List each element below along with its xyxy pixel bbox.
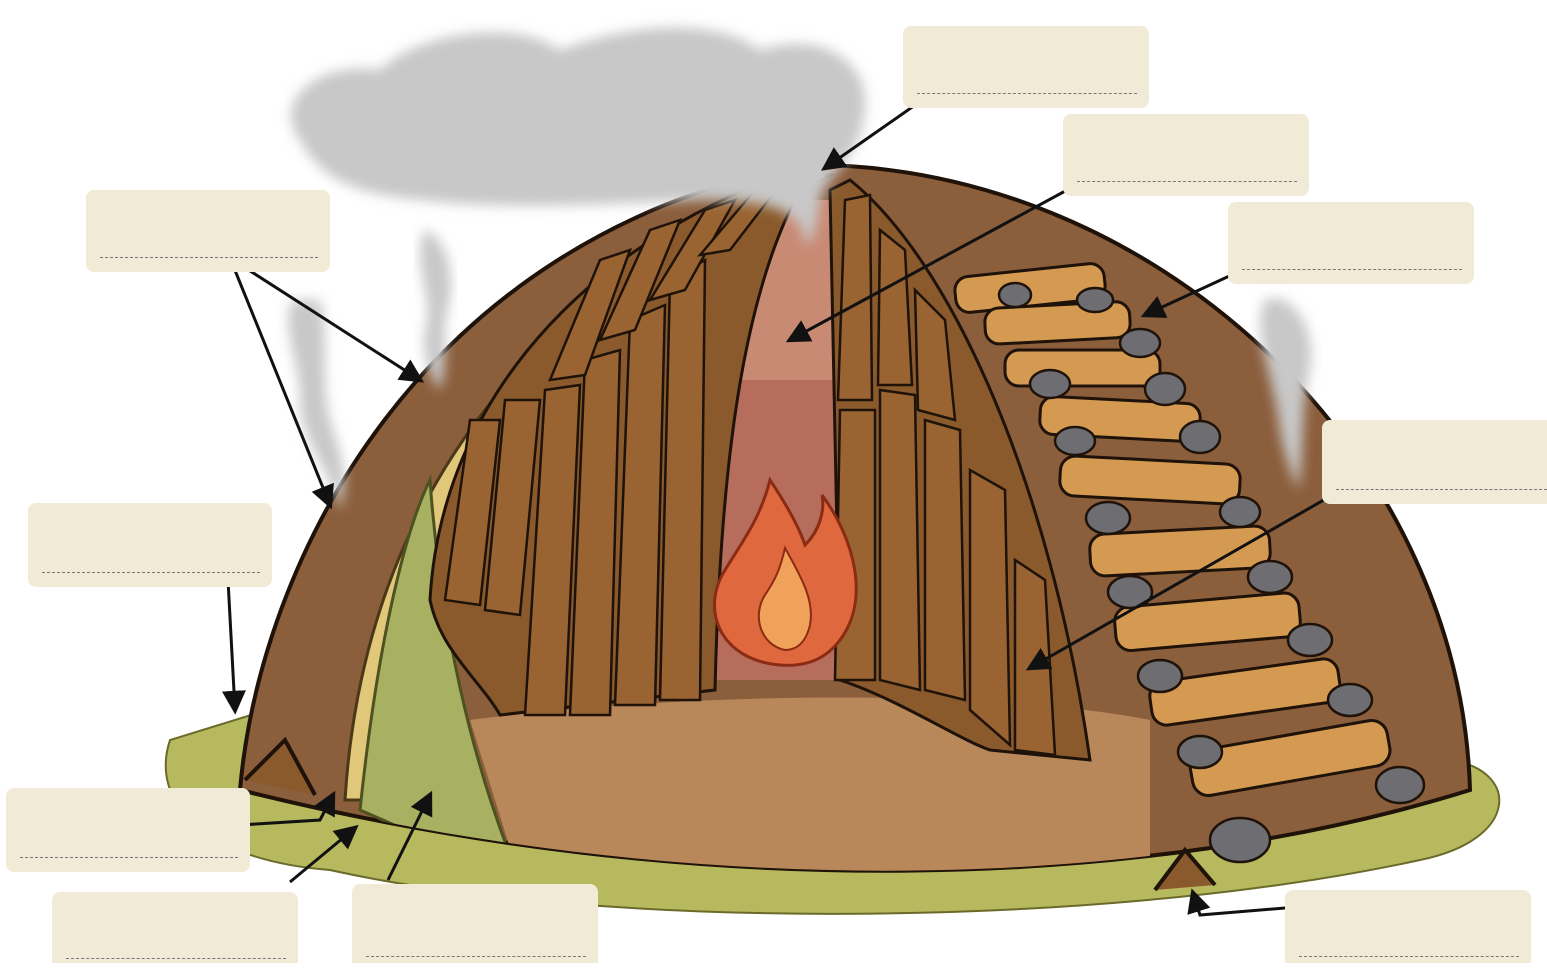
label-box-ground[interactable] (28, 503, 272, 587)
label-box-air-inlet[interactable] (6, 788, 250, 872)
label-box-stacked-wood[interactable] (1322, 420, 1547, 504)
label-box-flue[interactable] (1063, 114, 1309, 196)
label-box-logs[interactable] (1228, 202, 1474, 284)
label-box-earth-cover[interactable] (352, 884, 598, 963)
label-box-smoke-outlet[interactable] (903, 26, 1149, 108)
label-box-vent-holes[interactable] (86, 190, 330, 272)
label-box-base-vent[interactable] (1285, 890, 1531, 963)
label-box-turf-layer[interactable] (52, 892, 298, 963)
